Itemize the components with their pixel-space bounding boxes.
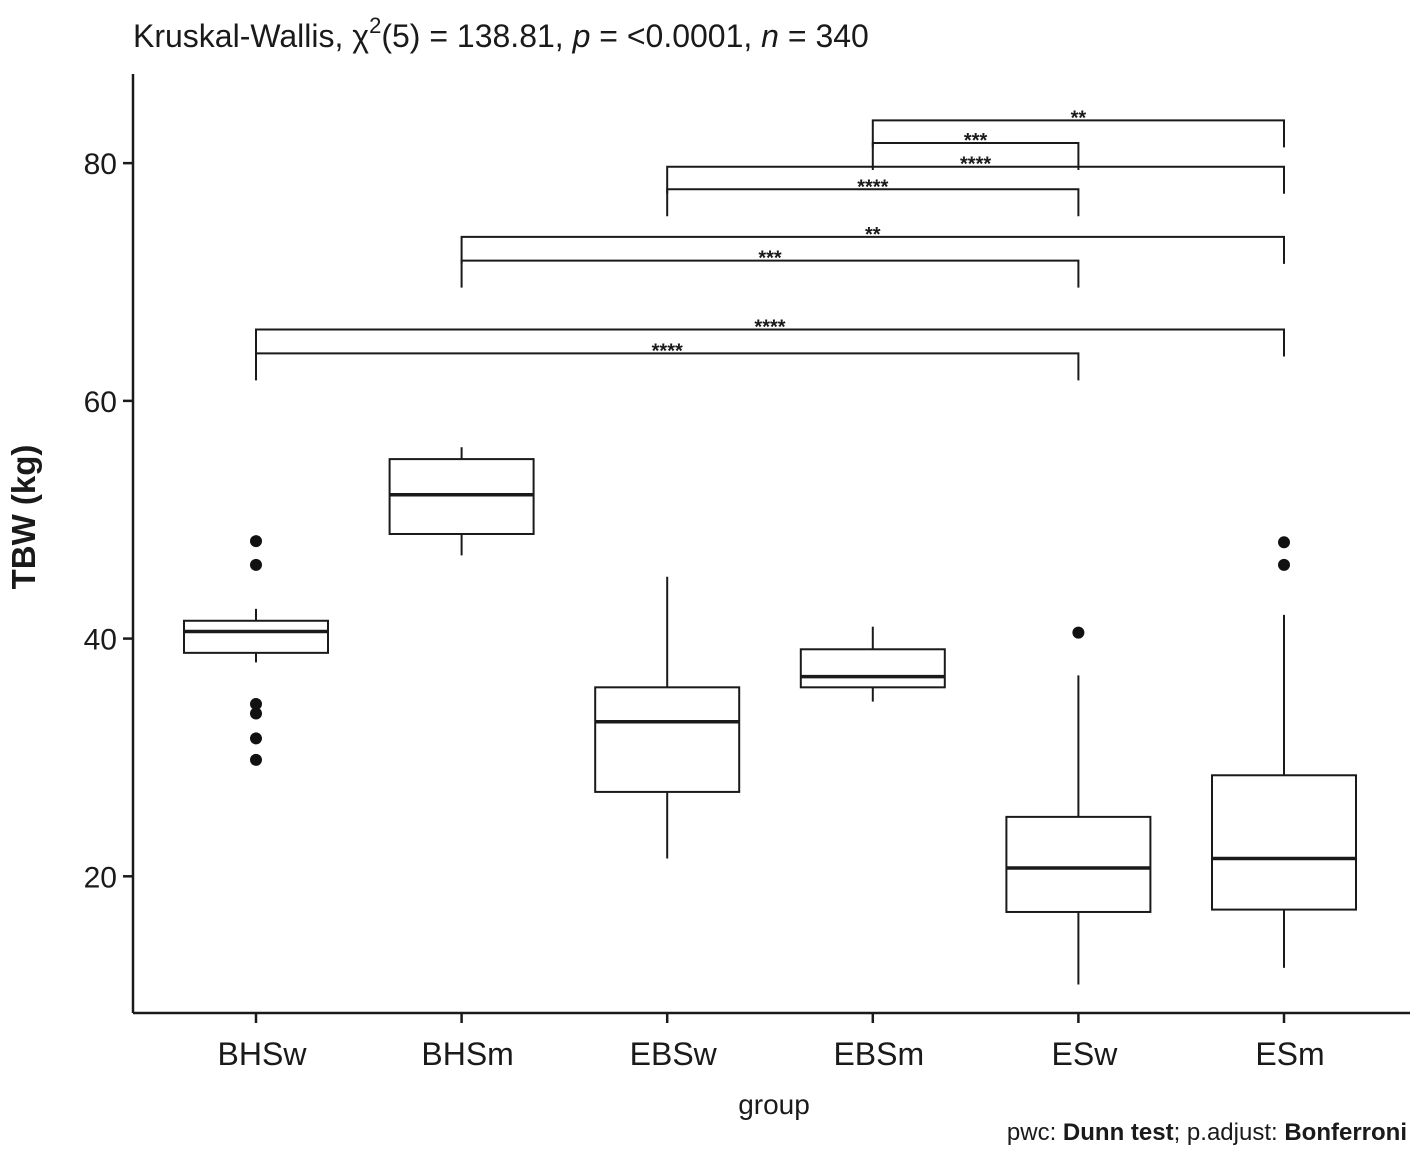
outlier-point <box>250 753 262 766</box>
y-tick-label: 20 <box>84 861 117 894</box>
significance-bracket <box>255 328 1285 357</box>
outlier-point <box>1072 626 1085 639</box>
significance-label: ** <box>865 224 881 246</box>
caption-separator: ; p.adjust: <box>1174 1119 1285 1146</box>
outlier-point <box>250 697 262 710</box>
outlier-point <box>250 707 262 720</box>
x-tick-label: ESm <box>1255 1036 1324 1072</box>
box-bhsw <box>183 535 329 766</box>
caption-pwc-value: Dunn test <box>1063 1119 1174 1146</box>
title-prefix: Kruskal-Wallis, <box>133 18 352 54</box>
title-p-label: p <box>572 18 591 54</box>
x-tick-label: EBSw <box>630 1036 718 1072</box>
caption-adjust-value: Bonferroni <box>1284 1119 1407 1146</box>
box-iqr <box>1211 774 1357 911</box>
outlier-point <box>250 535 262 548</box>
x-tick-label: BHSm <box>421 1036 513 1072</box>
y-tick-label: 80 <box>84 148 117 181</box>
x-axis-title: group <box>738 1089 810 1120</box>
outlier-point <box>250 558 262 571</box>
significance-bracket <box>255 352 1080 381</box>
y-tick-label: 40 <box>84 624 117 657</box>
box-bhsm <box>388 447 535 556</box>
box-iqr <box>1005 815 1152 913</box>
significance-label: *** <box>758 248 782 270</box>
box-iqr <box>388 458 535 535</box>
y-ticks: 20 40 60 80 <box>84 148 133 894</box>
chart-title: Kruskal-Wallis, χ2(5) = 138.81, p = <0.0… <box>133 13 869 54</box>
significance-label: ** <box>1071 107 1087 129</box>
significance-bracket <box>666 165 1285 194</box>
significance-label: **** <box>652 340 683 362</box>
box-esm <box>1211 536 1357 968</box>
y-axis-title: TBW (kg) <box>5 445 42 590</box>
x-ticks: BHSw BHSm EBSw EBSm ESw ESm <box>218 1013 1325 1072</box>
boxes <box>183 447 1357 985</box>
significance-bracket <box>460 235 1285 264</box>
significance-bracket <box>460 259 1080 288</box>
caption: pwc: Dunn test; p.adjust: Bonferroni <box>1007 1119 1407 1146</box>
significance-bracket <box>871 141 1080 170</box>
outlier-point <box>250 732 262 745</box>
title-p-value: = <0.0001, <box>590 18 761 54</box>
title-superscript: 2 <box>369 13 381 38</box>
title-n-value: = 340 <box>779 18 869 54</box>
title-chi: χ <box>352 18 369 54</box>
significance-label: **** <box>754 317 785 339</box>
title-n-label: n <box>761 18 779 54</box>
box-iqr <box>594 686 741 793</box>
outlier-point <box>1278 558 1290 571</box>
box-ebsm <box>799 626 946 702</box>
title-df: (5) = 138.81, <box>381 18 572 54</box>
outlier-point <box>1278 536 1290 549</box>
significance-label: **** <box>857 176 888 198</box>
box-esw <box>1005 626 1152 985</box>
significance-bracket <box>666 188 1080 217</box>
box-iqr <box>799 648 946 689</box>
y-tick-label: 60 <box>84 386 117 419</box>
significance-brackets: ************************** <box>255 107 1285 381</box>
caption-pwc-label: pwc: <box>1007 1119 1063 1146</box>
significance-label: *** <box>964 130 988 152</box>
box-ebsw <box>594 576 741 859</box>
significance-bracket <box>871 119 1285 148</box>
x-tick-label: BHSw <box>218 1036 308 1072</box>
significance-label: **** <box>960 154 991 176</box>
x-tick-label: ESw <box>1052 1036 1119 1072</box>
box-iqr <box>183 619 329 654</box>
x-tick-label: EBSm <box>833 1036 924 1072</box>
